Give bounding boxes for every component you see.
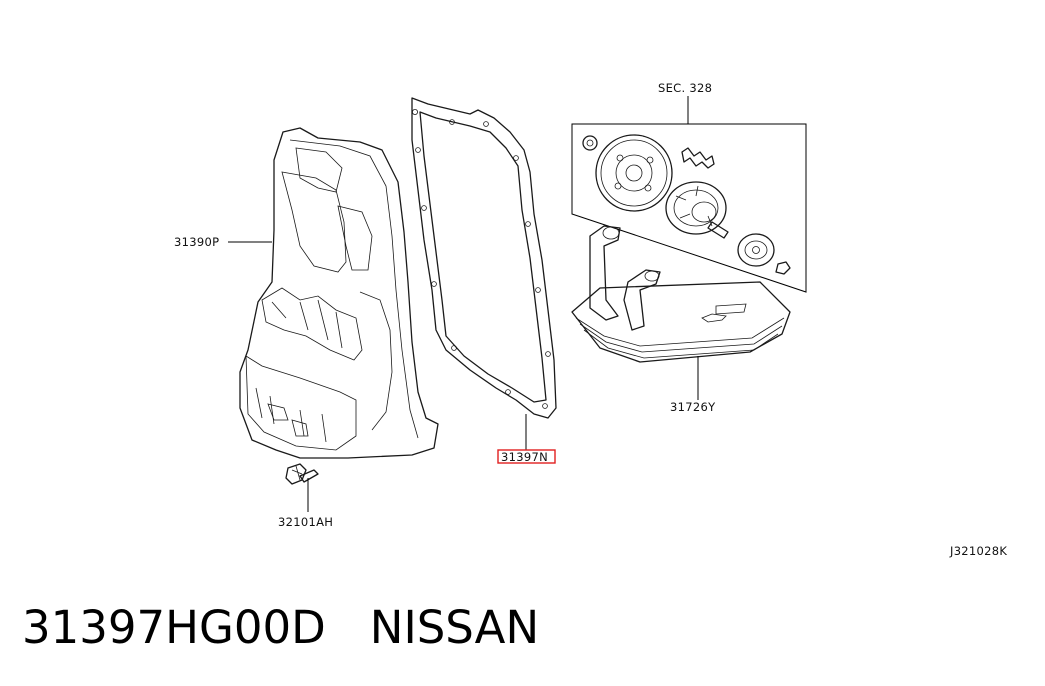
gasket-label-highlight xyxy=(497,449,556,464)
footer-title: 31397HG00D NISSAN xyxy=(22,598,539,658)
gasket-illustration xyxy=(411,97,557,419)
bolt-label: 32101AH xyxy=(278,515,333,529)
section-328-illustration xyxy=(571,123,807,293)
strainer-illustration xyxy=(571,225,791,363)
section-label: SEC. 328 xyxy=(658,81,712,95)
gasket-label: 31397N xyxy=(501,450,548,464)
diagram-code-label: J321028K xyxy=(949,544,1007,558)
bolt-illustration xyxy=(285,463,319,485)
part-number: 31397HG00D xyxy=(22,601,326,654)
parts-diagram: 31390P 31397N 32101AH SEC. 328 31726Y J3… xyxy=(174,81,1007,558)
brand-name: NISSAN xyxy=(369,601,540,654)
pan-label: 31390P xyxy=(174,235,219,249)
oil-pan-illustration xyxy=(239,127,439,459)
strainer-label: 31726Y xyxy=(670,400,716,414)
leader-lines xyxy=(228,96,699,512)
